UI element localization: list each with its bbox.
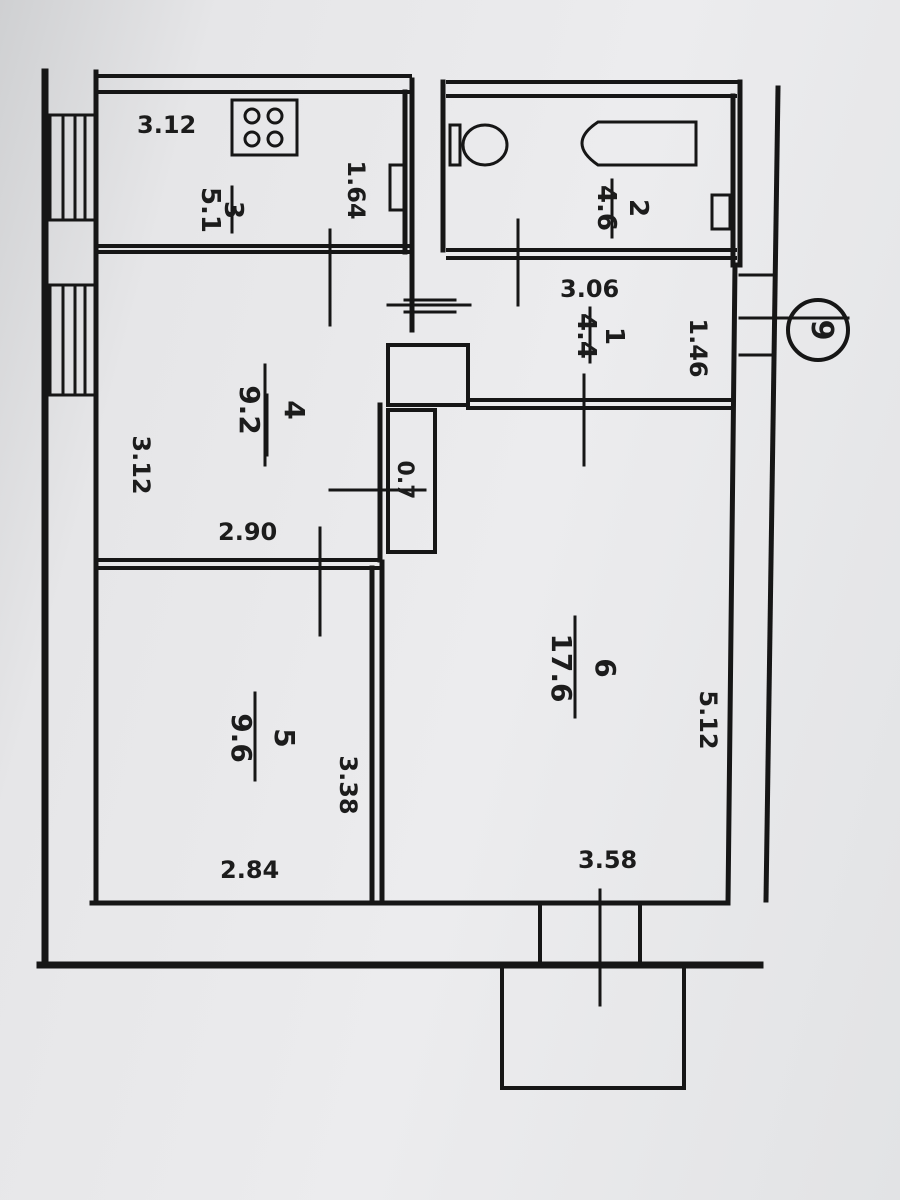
wall-corridor xyxy=(403,298,457,314)
wall-hall-bottom xyxy=(466,398,732,410)
closet xyxy=(386,408,437,554)
axis-marker-circle xyxy=(786,298,850,362)
wall-kitchen-bottom xyxy=(94,244,412,254)
room5-width-label: 3.38 xyxy=(334,755,362,814)
kitchen-width-label: 3.12 xyxy=(137,111,196,139)
room4-depth-label: 2.90 xyxy=(218,518,277,546)
balcony-door xyxy=(538,901,642,967)
kitchen-depth-label: 1.64 xyxy=(342,160,370,219)
kitchen-number: 3 xyxy=(218,201,248,219)
outer-right-line xyxy=(763,85,781,903)
room5-depth-label: 2.84 xyxy=(220,856,279,884)
room4-number: 4 xyxy=(278,400,311,419)
kitchen-area: 5.1 xyxy=(195,187,225,233)
wall-kitchen-right xyxy=(402,77,415,333)
window-left-bottom xyxy=(48,283,97,397)
balcony xyxy=(500,963,686,1090)
wall-bath-bottom xyxy=(446,248,737,260)
room4-width-label: 3.12 xyxy=(127,435,155,494)
kitchen-sink-icon xyxy=(388,163,406,212)
bathroom-area: 4.6 xyxy=(591,185,621,231)
room5-area: 9.6 xyxy=(225,713,258,763)
room6-number: 6 xyxy=(589,658,622,677)
stove-icon xyxy=(230,98,299,157)
hall-area: 4.4 xyxy=(571,313,601,359)
toilet-icon xyxy=(448,123,509,167)
window-left-top xyxy=(48,113,97,222)
room6-area: 17.6 xyxy=(545,633,578,702)
room5-number: 5 xyxy=(268,728,301,747)
room4-area: 9.2 xyxy=(233,385,266,435)
hall-number: 1 xyxy=(599,327,629,345)
hall-width-label: 3.06 xyxy=(560,275,619,303)
bathroom-number: 2 xyxy=(623,199,653,217)
wall-room4-bottom xyxy=(94,558,382,570)
axis-marker-label: 9 xyxy=(804,320,839,341)
room6-depth-label: 3.58 xyxy=(578,846,637,874)
sink-icon xyxy=(710,193,732,231)
room6-width-label: 5.12 xyxy=(694,690,722,749)
wall-room5-right xyxy=(369,559,385,903)
top-wall xyxy=(94,74,742,98)
dimension-lines xyxy=(230,178,850,1007)
bathtub-icon xyxy=(580,120,698,167)
closet-label: 0.7 xyxy=(392,461,417,500)
shaft xyxy=(386,343,470,407)
right-wall xyxy=(725,79,743,906)
hall-depth-label: 1.46 xyxy=(684,318,712,377)
